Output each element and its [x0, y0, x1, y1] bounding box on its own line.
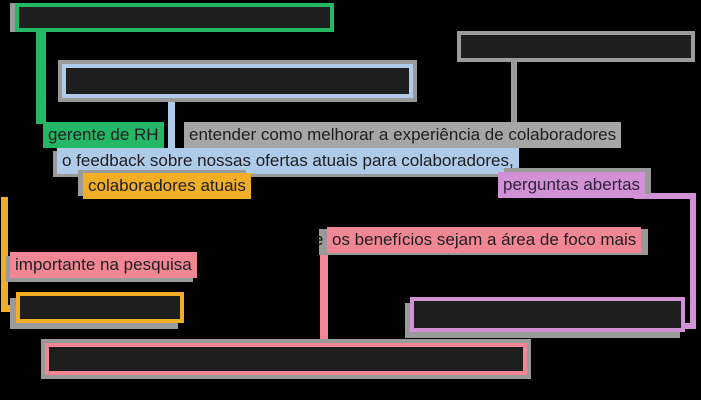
yellow-connector-line-horizontal [1, 305, 17, 312]
purple-connector-line-bottom [682, 323, 694, 329]
gray-label-box [457, 31, 695, 62]
green-connector-line [36, 30, 46, 124]
pink-label-box [41, 339, 531, 379]
stray-letter: e [314, 230, 324, 249]
purple-connector-line-vertical [690, 193, 696, 329]
purple-label-box [410, 297, 685, 332]
highlight-focus-line-2: importante na pesquisa [10, 252, 197, 278]
yellow-label-box [16, 292, 184, 323]
highlight-task: o feedback sobre nossas ofertas atuais p… [57, 148, 519, 174]
highlight-focus-line-1: os benefícios sejam a área de foco mais [327, 227, 642, 253]
green-label-box [15, 3, 334, 32]
blue-connector-line [168, 96, 175, 150]
highlight-context: entender como melhorar a experiência de … [184, 122, 622, 148]
yellow-connector-line-vertical [1, 197, 8, 312]
highlight-format: perguntas abertas [498, 172, 646, 198]
purple-connector-line-top [634, 193, 696, 199]
blue-label-box [58, 60, 417, 102]
highlight-audience: colaboradores atuais [83, 173, 251, 199]
gray-connector-line [511, 60, 517, 123]
highlight-role: gerente de RH [43, 122, 164, 148]
pink-connector-line [320, 250, 328, 345]
